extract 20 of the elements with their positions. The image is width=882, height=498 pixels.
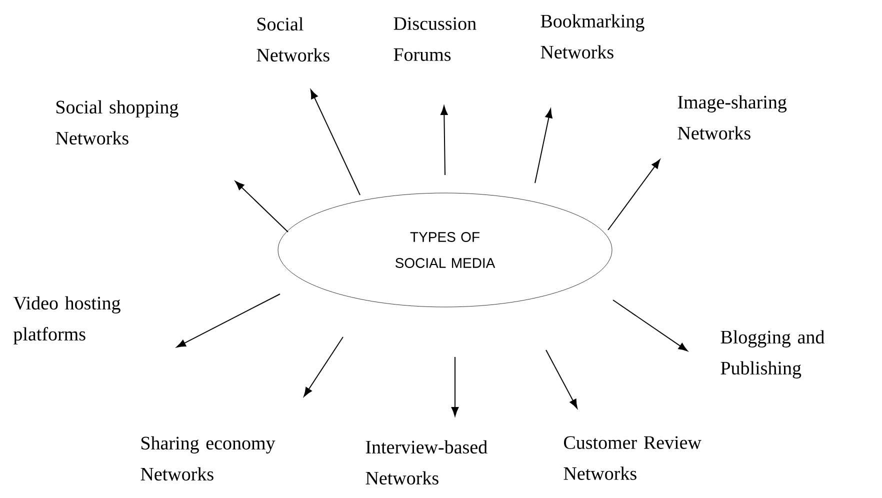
arrow (451, 356, 459, 416)
arrow (608, 159, 660, 230)
arrow (176, 294, 280, 348)
node-label: Social shopping Networks (56, 100, 178, 145)
node-label: Customer Review Networks (564, 436, 702, 480)
node-label: Blogging and Publishing (720, 330, 824, 378)
arrow (310, 89, 360, 196)
node-label: Sharing economy Networks (140, 436, 276, 481)
node-label: Social Networks (256, 17, 330, 62)
arrow (546, 350, 578, 409)
node-label: Interview-based Networks (366, 440, 488, 485)
arrow (235, 180, 288, 232)
arrow (304, 336, 344, 397)
node-label: Discussion Forums (394, 17, 476, 61)
node-label: Image-sharing Networks (678, 95, 787, 140)
arrow (612, 300, 688, 352)
node-label: Video hosting platforms (13, 296, 120, 344)
arrow (440, 106, 448, 176)
arrow (534, 108, 552, 184)
node-label: Bookmarking Networks (540, 14, 644, 59)
